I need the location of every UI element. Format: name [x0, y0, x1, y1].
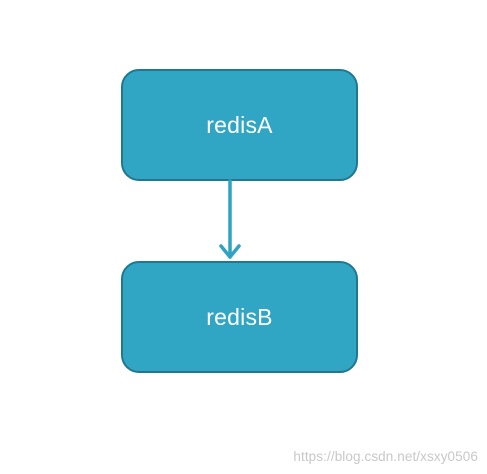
node-redisB-label: redisB — [206, 303, 273, 330]
watermark-text: https://blog.csdn.net/xsxy0506 — [293, 449, 478, 464]
arrowhead-icon — [219, 244, 241, 259]
node-redisA-label: redisA — [206, 111, 273, 138]
node-redisB: redisB — [121, 261, 358, 373]
node-redisA: redisA — [121, 69, 358, 181]
